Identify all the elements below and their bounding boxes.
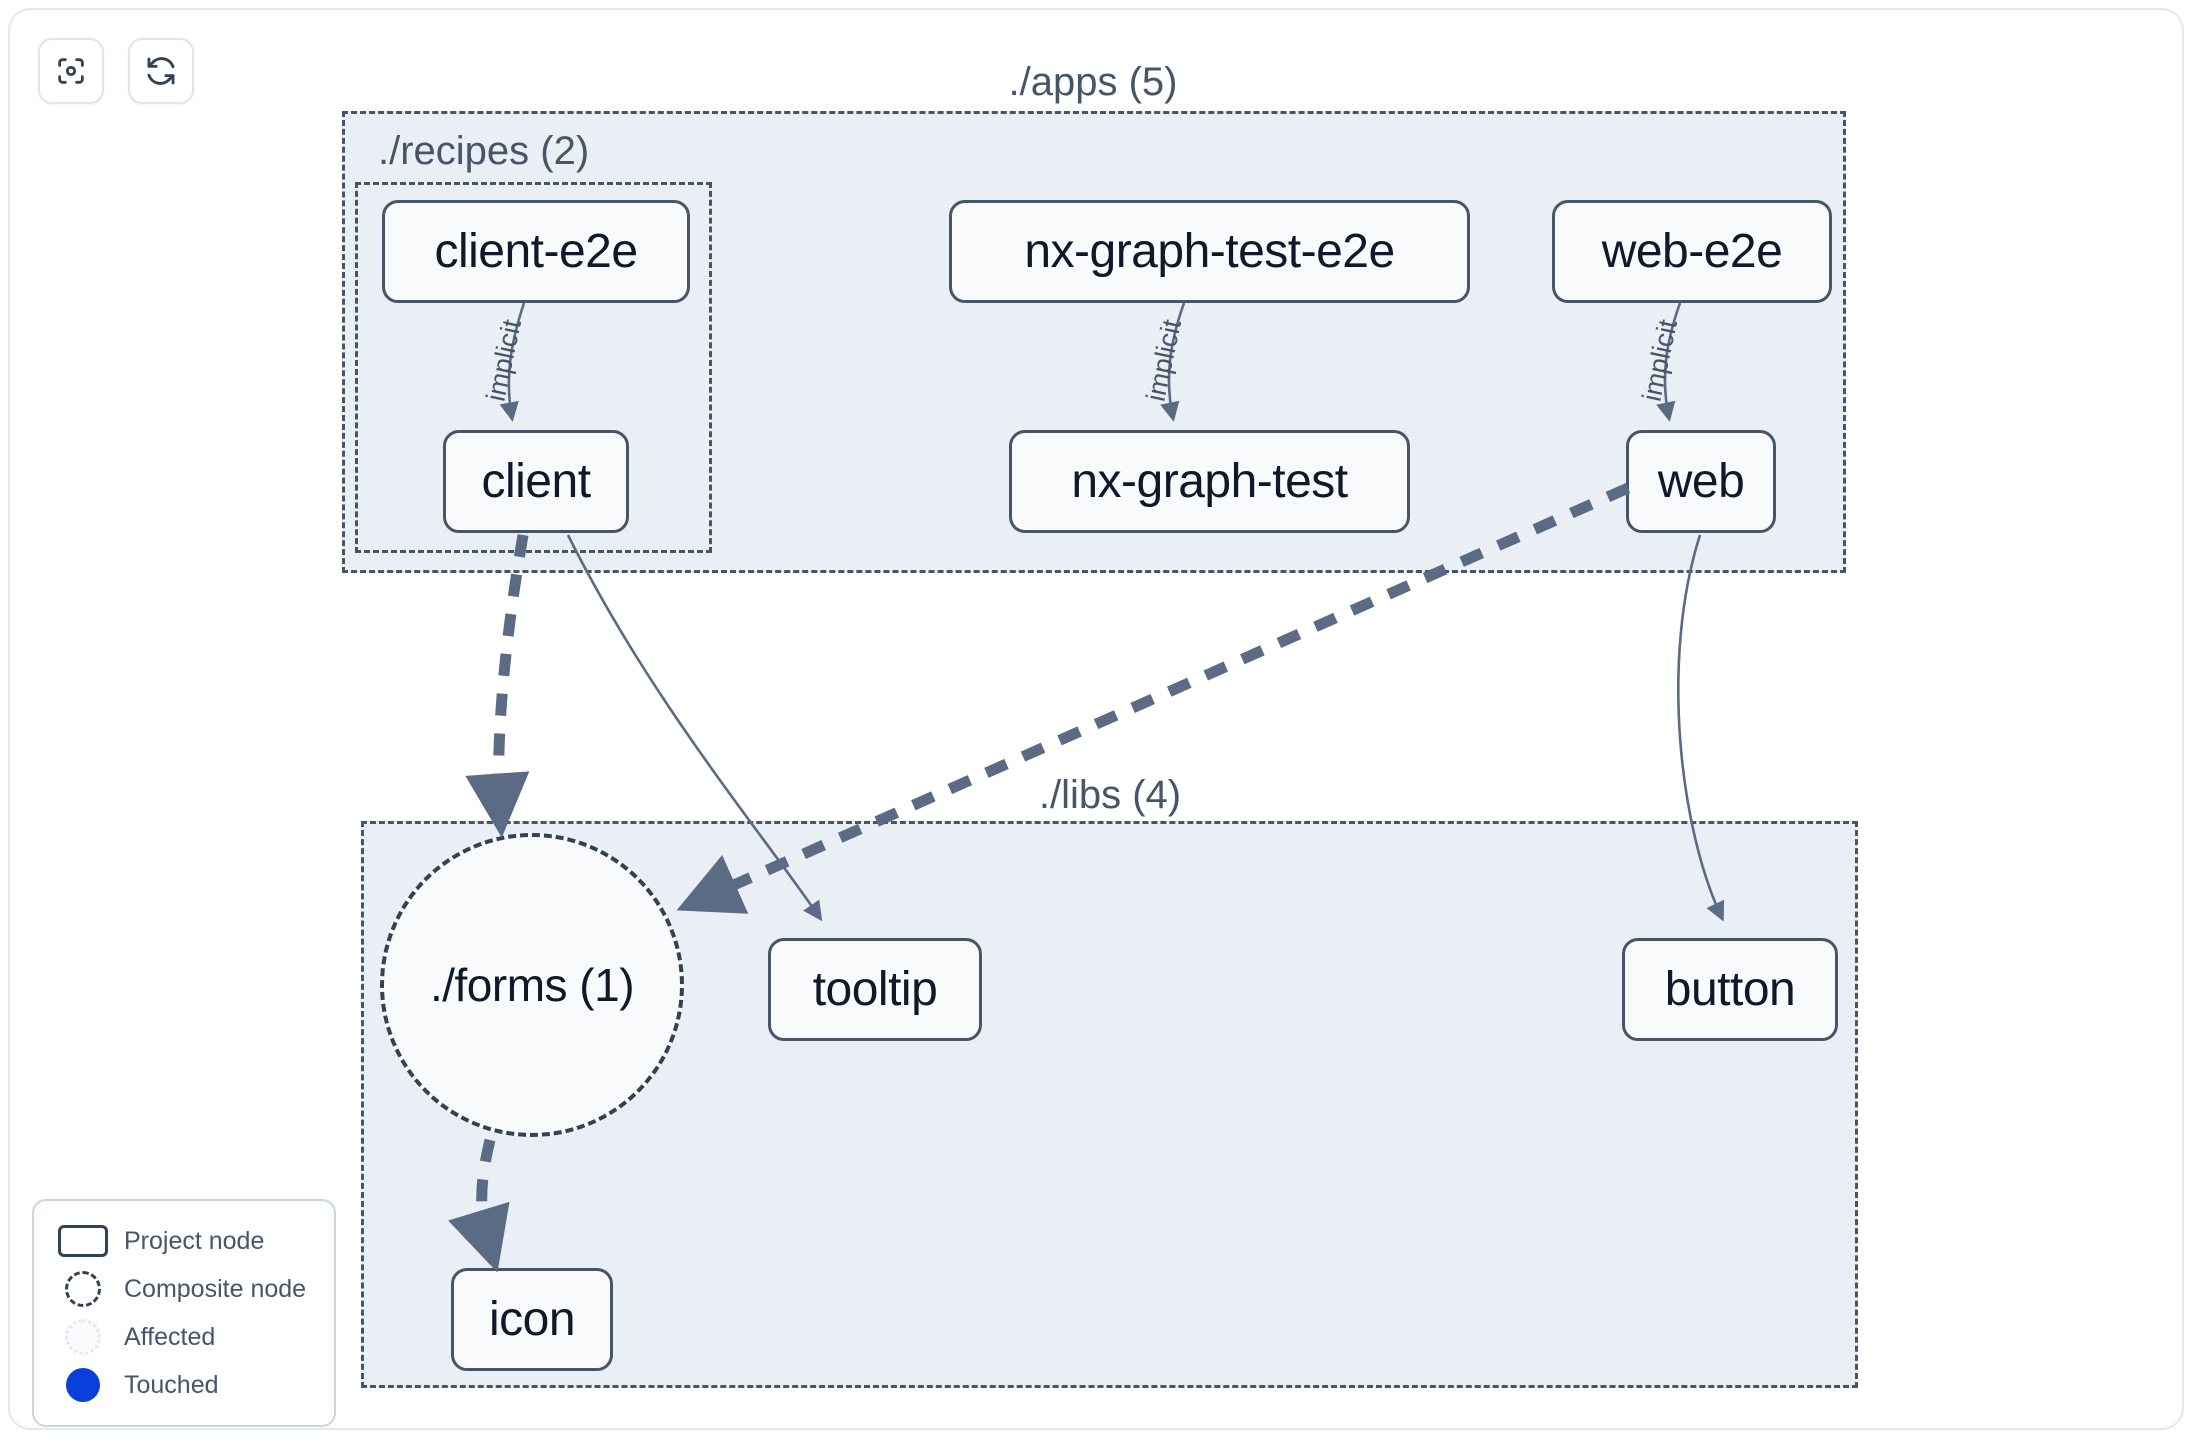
group-apps-label: ./apps (5) xyxy=(1008,60,1178,104)
legend-item-affected: Affected xyxy=(52,1313,316,1361)
node-label: client-e2e xyxy=(434,225,638,278)
group-libs-label: ./libs (4) xyxy=(1038,773,1182,817)
legend-label: Touched xyxy=(124,1370,219,1399)
node-web-e2e[interactable]: web-e2e xyxy=(1552,200,1832,303)
composite-node-swatch xyxy=(52,1271,114,1307)
legend-label: Project node xyxy=(124,1226,265,1255)
refresh-graph-button[interactable] xyxy=(128,38,194,104)
node-nx-graph-test-e2e[interactable]: nx-graph-test-e2e xyxy=(949,200,1470,303)
legend-item-project-node: Project node xyxy=(52,1217,316,1265)
node-label: icon xyxy=(488,1293,576,1346)
legend-label: Composite node xyxy=(124,1274,307,1303)
node-button[interactable]: button xyxy=(1622,938,1838,1041)
node-forms-composite[interactable]: ./forms (1) xyxy=(380,833,684,1137)
node-icon[interactable]: icon xyxy=(451,1268,613,1371)
node-label: nx-graph-test-e2e xyxy=(1024,225,1395,278)
refresh-icon xyxy=(144,54,178,88)
affected-swatch xyxy=(52,1319,114,1355)
focus-target-icon xyxy=(54,54,88,88)
node-tooltip[interactable]: tooltip xyxy=(768,938,982,1041)
graph-toolbar xyxy=(38,38,194,104)
focus-graph-button[interactable] xyxy=(38,38,104,104)
node-label: client xyxy=(481,455,591,508)
group-recipes-label: ./recipes (2) xyxy=(378,129,590,173)
node-nx-graph-test[interactable]: nx-graph-test xyxy=(1009,430,1410,533)
legend-item-touched: Touched xyxy=(52,1361,316,1409)
node-client-e2e[interactable]: client-e2e xyxy=(382,200,690,303)
node-label: web xyxy=(1657,455,1745,508)
node-label: nx-graph-test xyxy=(1071,455,1348,508)
node-web[interactable]: web xyxy=(1626,430,1776,533)
node-label: tooltip xyxy=(812,963,938,1016)
node-client[interactable]: client xyxy=(443,430,629,533)
node-label: web-e2e xyxy=(1601,225,1783,278)
node-label: button xyxy=(1664,963,1796,1016)
legend-item-composite-node: Composite node xyxy=(52,1265,316,1313)
touched-swatch xyxy=(52,1368,114,1402)
legend-label: Affected xyxy=(124,1322,216,1351)
graph-legend: Project node Composite node Affected Tou… xyxy=(32,1199,336,1427)
project-node-swatch xyxy=(52,1225,114,1257)
node-label: ./forms (1) xyxy=(429,959,635,1011)
